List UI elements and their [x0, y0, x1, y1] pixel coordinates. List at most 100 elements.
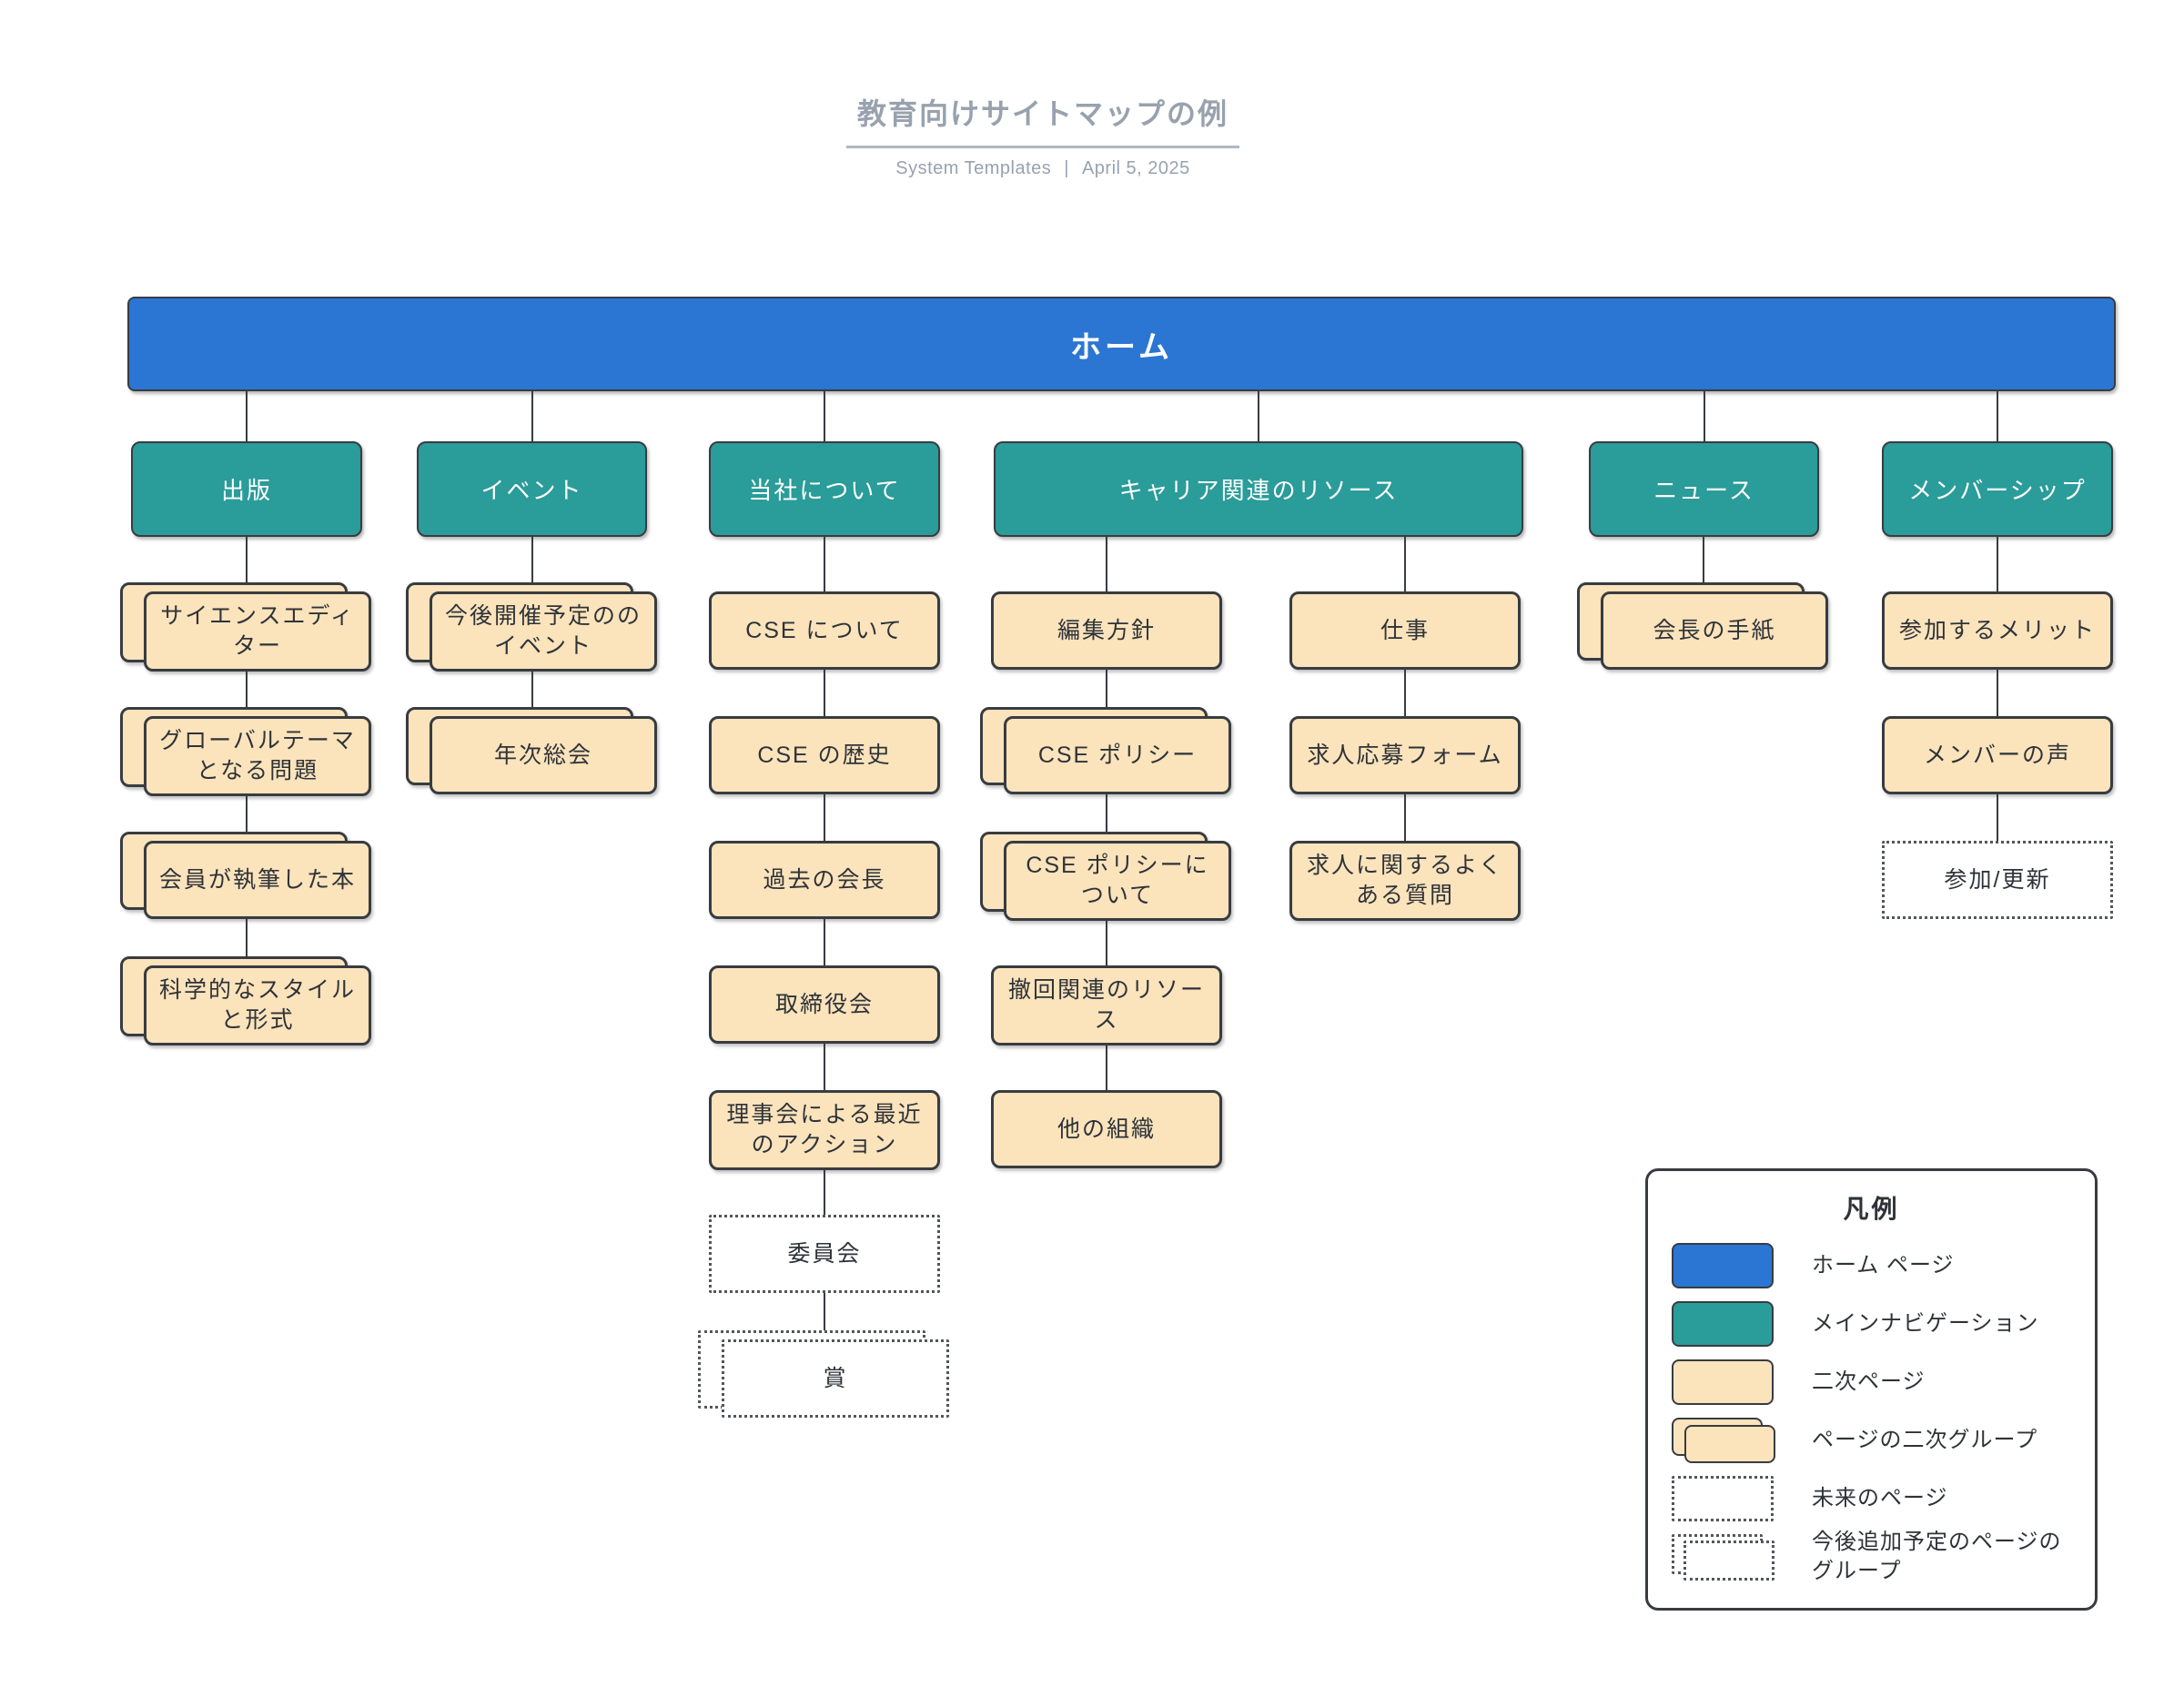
page-node[interactable]: 他の組織 [991, 1090, 1222, 1168]
legend-label: ページの二次グループ [1812, 1427, 2038, 1452]
page-group-node[interactable]: 科学的なスタイルと形式 [120, 956, 371, 1046]
group-front-card: サイエンスエディター [144, 591, 371, 672]
group-front-card: CSE ポリシーについて [1004, 841, 1231, 921]
legend-swatch-home [1672, 1243, 1774, 1288]
page-group-node[interactable]: 今後開催予定ののイベント [406, 582, 657, 672]
group-front-card: CSE ポリシー [1004, 716, 1231, 794]
node-label: 求人応募フォーム [1307, 742, 1503, 768]
node-label: CSE ポリシー [1037, 742, 1198, 768]
subtitle-date: April 5, 2025 [1081, 158, 1190, 178]
page-node[interactable]: 参加するメリット [1882, 591, 2113, 670]
connector-line [531, 391, 533, 441]
legend-label: 二次ページ [1812, 1369, 1926, 1394]
node-label: グローバルテーマとなる問題 [159, 728, 356, 783]
connector-line [1997, 537, 1998, 880]
diagram-header: 教育向けサイトマップの例 System Templates|April 5, 2… [770, 91, 1316, 179]
page-node[interactable]: 求人応募フォーム [1289, 716, 1521, 794]
home-node[interactable]: ホーム [127, 297, 2116, 391]
page-node[interactable]: 編集方針 [991, 591, 1222, 670]
page-node[interactable]: 過去の会長 [709, 841, 940, 919]
node-label: ニュース [1653, 477, 1754, 504]
node-label: キャリア関連のリソース [1118, 477, 1399, 504]
page-node[interactable]: CSE について [709, 591, 940, 670]
connector-line [824, 391, 825, 441]
page-group-node[interactable]: サイエンスエディター [120, 582, 371, 672]
node-label: 参加するメリット [1898, 617, 2096, 643]
group-front-card: 年次総会 [430, 716, 657, 794]
legend-swatch-page [1672, 1359, 1774, 1405]
nav-node-news[interactable]: ニュース [1589, 441, 1819, 537]
title-underline [846, 146, 1239, 148]
nav-node-events[interactable]: イベント [417, 441, 647, 537]
future-page-group-node[interactable]: 賞 [698, 1330, 949, 1418]
node-label: CSE の歴史 [757, 742, 892, 768]
legend-row-group: ページの二次グループ [1672, 1411, 2071, 1470]
node-label: 賞 [823, 1365, 848, 1391]
legend-title: 凡例 [1843, 1195, 1900, 1223]
future-page-node[interactable]: 委員会 [709, 1215, 940, 1293]
legend-label: 未来のページ [1812, 1485, 1948, 1510]
page-group-node[interactable]: CSE ポリシー [980, 707, 1231, 794]
legend: 凡例 ホーム ページメインナビゲーション二次ページページの二次グループ未来のペー… [1645, 1168, 2098, 1611]
group-front-card: 今後開催予定ののイベント [430, 591, 657, 672]
page-group-node[interactable]: 会員が執筆した本 [120, 832, 371, 919]
legend-swatch-group [1672, 1418, 1775, 1463]
group-front-card: グローバルテーマとなる問題 [144, 716, 371, 796]
nav-node-career[interactable]: キャリア関連のリソース [994, 441, 1523, 537]
group-front-card: 科学的なスタイルと形式 [144, 965, 371, 1046]
connector-line [1404, 537, 1406, 880]
group-front-card: 会長の手紙 [1601, 591, 1828, 670]
legend-swatch-future_group [1672, 1534, 1774, 1581]
subtitle-separator: | [1064, 158, 1069, 178]
node-label: CSE について [745, 617, 904, 643]
node-label: イベント [480, 477, 583, 504]
home-node-label: ホーム [1070, 329, 1173, 365]
node-label: 求人に関するよくある質問 [1306, 853, 1503, 908]
node-label: 撤回関連のリソース [1007, 977, 1205, 1033]
legend-row-page: 二次ページ [1672, 1353, 2071, 1411]
legend-row-home: ホーム ページ [1672, 1237, 2071, 1295]
node-label: 取締役会 [774, 991, 874, 1017]
page-node[interactable]: CSE の歴史 [709, 716, 940, 794]
page-group-node[interactable]: グローバルテーマとなる問題 [120, 707, 371, 796]
legend-swatch-future_page [1672, 1476, 1774, 1521]
connector-line [824, 537, 825, 1379]
nav-node-membership[interactable]: メンバーシップ [1882, 441, 2113, 537]
page-group-node[interactable]: 会長の手紙 [1577, 582, 1828, 670]
connector-line [246, 391, 248, 441]
page-node[interactable]: 取締役会 [709, 965, 940, 1044]
node-label: 会員が執筆した本 [158, 866, 356, 893]
legend-row-future_page: 未来のページ [1672, 1470, 2071, 1528]
page-node[interactable]: 撤回関連のリソース [991, 965, 1222, 1046]
legend-rows: ホーム ページメインナビゲーション二次ページページの二次グループ未来のページ今後… [1672, 1237, 2071, 1587]
page-node[interactable]: 仕事 [1289, 591, 1521, 670]
node-label: 理事会による最近のアクション [726, 1102, 923, 1157]
connector-line [1258, 391, 1259, 441]
connector-line [1997, 391, 1998, 441]
legend-row-future_group: 今後追加予定のページのグループ [1672, 1528, 2071, 1587]
page-node[interactable]: メンバーの声 [1882, 716, 2113, 794]
future-page-node[interactable]: 参加/更新 [1882, 841, 2113, 919]
nav-node-about[interactable]: 当社について [709, 441, 940, 537]
page-group-node[interactable]: 年次総会 [406, 707, 657, 794]
nav-node-publishing[interactable]: 出版 [131, 441, 362, 537]
legend-label: メインナビゲーション [1812, 1310, 2039, 1336]
legend-label: ホーム ページ [1812, 1252, 1955, 1278]
legend-swatch-nav [1672, 1301, 1774, 1347]
node-label: メンバーの声 [1923, 742, 2071, 768]
node-label: 仕事 [1380, 617, 1430, 643]
node-label: サイエンスエディター [160, 603, 355, 659]
page-group-node[interactable]: CSE ポリシーについて [980, 832, 1231, 921]
page-subtitle: System Templates|April 5, 2025 [770, 158, 1316, 179]
node-label: 当社について [748, 477, 901, 504]
node-label: CSE ポリシーについて [1026, 853, 1209, 908]
legend-row-nav: メインナビゲーション [1672, 1295, 2071, 1353]
node-label: 委員会 [787, 1240, 862, 1267]
page-node[interactable]: 理事会による最近のアクション [709, 1090, 940, 1170]
node-label: 過去の会長 [763, 866, 886, 893]
node-label: メンバーシップ [1908, 477, 2087, 504]
page-node[interactable]: 求人に関するよくある質問 [1289, 841, 1521, 921]
node-label: 参加/更新 [1944, 866, 2051, 893]
group-front-card: 賞 [722, 1339, 949, 1418]
